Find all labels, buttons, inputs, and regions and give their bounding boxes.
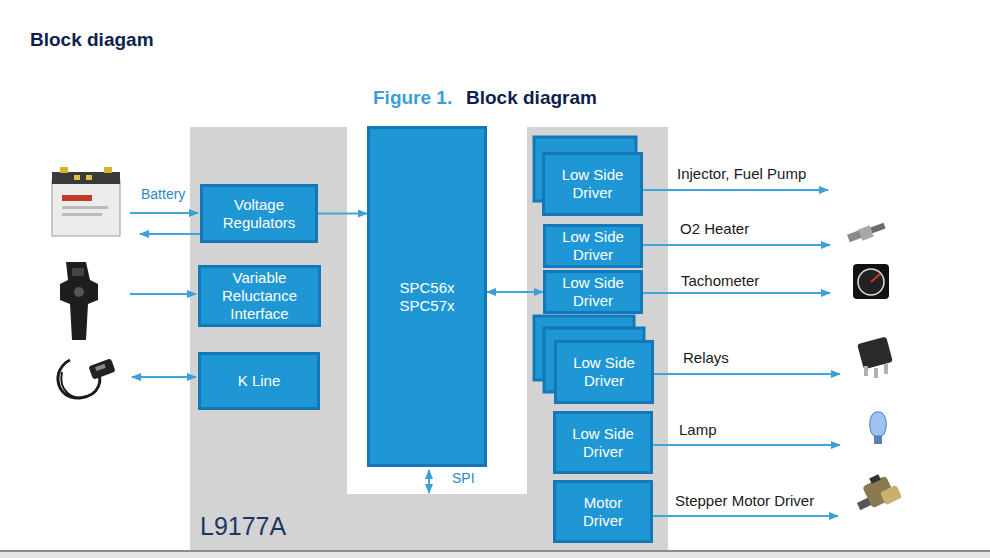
- box-label: Low Side Driver: [552, 228, 634, 264]
- bottom-rule: [0, 550, 990, 552]
- bottom-band: [0, 552, 990, 558]
- box-label: Voltage Regulators: [209, 196, 309, 232]
- box-label: Variable Reluctance Interface: [210, 269, 310, 323]
- diagnostic-cable-picture: [58, 358, 116, 398]
- figure-caption: Block diagram: [466, 87, 597, 109]
- oxygen-sensor-picture: [847, 223, 886, 242]
- mcu-backdrop: [347, 127, 527, 494]
- box-label: SPC56x SPC57x: [392, 279, 462, 315]
- page-title: Block diagam: [30, 29, 154, 51]
- driver-box: Low Side Driver: [553, 411, 653, 474]
- driver-box: Low Side Driver: [543, 224, 643, 268]
- box-label: Low Side Driver: [562, 425, 644, 461]
- driver-box: Low Side Driver: [543, 270, 643, 314]
- lamp-picture: [870, 412, 887, 444]
- load-name: Stepper Motor Driver: [675, 492, 814, 509]
- stepper-motor-picture: [857, 474, 902, 510]
- chip-panel: L9177A Voltage RegulatorsVariable Relucta…: [190, 127, 668, 555]
- connector-arrow: [318, 213, 367, 215]
- motor-driver-box: Motor Driver: [553, 480, 653, 543]
- driver-box: Low Side Driver: [542, 152, 643, 216]
- interface-box: Variable Reluctance Interface: [198, 265, 321, 327]
- box-label: Low Side Driver: [563, 354, 645, 390]
- mcu-box: SPC56x SPC57x: [367, 126, 487, 467]
- signal-name: Battery: [141, 186, 185, 202]
- load-name: Tachometer: [681, 272, 759, 289]
- tachometer-picture: [853, 264, 889, 299]
- interface-box: K Line: [198, 352, 320, 410]
- part-number: L9177A: [200, 512, 286, 541]
- box-label: Motor Driver: [562, 494, 644, 530]
- box-label: Low Side Driver: [552, 274, 634, 310]
- box-label: K Line: [238, 372, 281, 390]
- connector-arrow: [487, 291, 543, 293]
- figure-number: Figure 1.: [373, 87, 452, 109]
- speed-sensor-picture: [50, 256, 114, 344]
- driver-box: Low Side Driver: [554, 340, 654, 404]
- battery-picture: [52, 167, 120, 236]
- bus-name: SPI: [452, 470, 475, 486]
- load-name: Injector, Fuel Pump: [677, 165, 806, 182]
- regulator-box: Voltage Regulators: [200, 184, 318, 243]
- load-name: Lamp: [679, 421, 717, 438]
- load-name: Relays: [683, 349, 729, 366]
- load-name: O2 Heater: [680, 220, 749, 237]
- box-label: Low Side Driver: [552, 166, 634, 202]
- relay-picture: [857, 337, 893, 378]
